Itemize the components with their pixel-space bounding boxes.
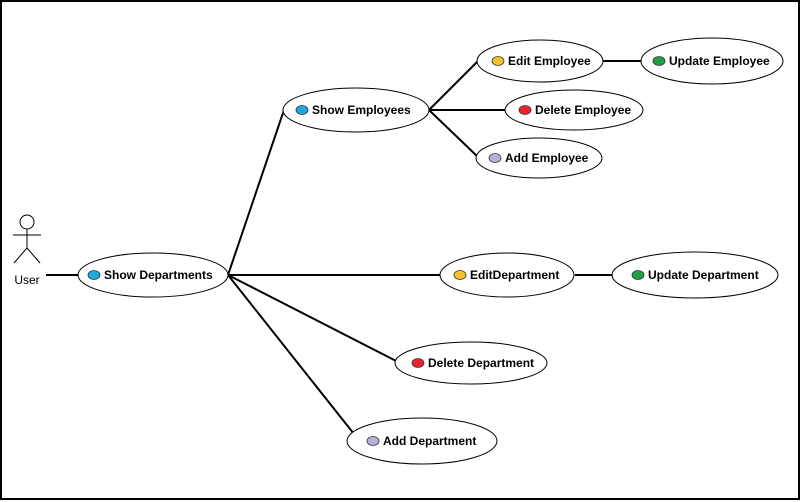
use-case-add-department[interactable]: Add Department — [346, 417, 498, 465]
use-case-label: Delete Employee — [535, 103, 631, 117]
status-dot-icon — [652, 56, 666, 66]
use-case-update-employee[interactable]: Update Employee — [640, 37, 784, 85]
status-dot-icon — [631, 270, 645, 280]
use-case-delete-employee[interactable]: Delete Employee — [504, 89, 644, 131]
status-dot-icon — [87, 270, 101, 280]
link-show-employees-add-employee — [428, 109, 479, 158]
use-case-label: Show Departments — [104, 268, 213, 282]
use-case-edit-employee[interactable]: Edit Employee — [476, 39, 604, 83]
use-case-ellipse — [611, 251, 779, 299]
use-case-update-department[interactable]: Update Department — [611, 251, 779, 299]
use-case-edit-department[interactable]: EditDepartment — [439, 252, 575, 298]
link-show-departments-delete-department — [227, 274, 403, 365]
actor-user[interactable]: User — [13, 214, 41, 287]
use-case-ellipse — [476, 39, 604, 83]
actor-label: User — [14, 273, 39, 287]
use-case-ellipse — [504, 89, 644, 131]
connectors — [46, 60, 641, 435]
use-case-ellipse — [439, 252, 575, 298]
use-case-label: EditDepartment — [470, 268, 559, 282]
use-case-label: Update Department — [648, 268, 759, 282]
use-case-show-departments[interactable]: Show Departments — [77, 252, 229, 298]
use-case-ellipse — [475, 137, 603, 179]
use-case-show-employees[interactable]: Show Employees — [282, 87, 430, 133]
use-case-ellipse — [77, 252, 229, 298]
status-dot-icon — [488, 153, 502, 163]
use-case-add-employee[interactable]: Add Employee — [475, 137, 603, 179]
use-case-label: Update Employee — [669, 54, 770, 68]
status-dot-icon — [491, 56, 505, 66]
use-case-label: Delete Department — [428, 356, 534, 370]
link-show-departments-add-department — [227, 274, 355, 435]
use-case-delete-department[interactable]: Delete Department — [394, 341, 548, 385]
use-case-ellipse — [282, 87, 430, 133]
stick-figure-icon — [13, 214, 41, 264]
use-case-label: Edit Employee — [508, 54, 591, 68]
use-case-label: Add Employee — [505, 151, 589, 165]
status-dot-icon — [366, 436, 380, 446]
status-dot-icon — [411, 358, 425, 368]
use-case-label: Show Employees — [312, 103, 411, 117]
use-case-ellipse — [640, 37, 784, 85]
status-dot-icon — [453, 270, 467, 280]
use-case-ellipse — [394, 341, 548, 385]
status-dot-icon — [295, 105, 309, 115]
link-show-employees-edit-employee — [428, 60, 479, 111]
use-case-ellipse — [346, 417, 498, 465]
use-case-label: Add Department — [383, 434, 476, 448]
status-dot-icon — [518, 105, 532, 115]
link-show-departments-show-employees — [227, 109, 285, 276]
